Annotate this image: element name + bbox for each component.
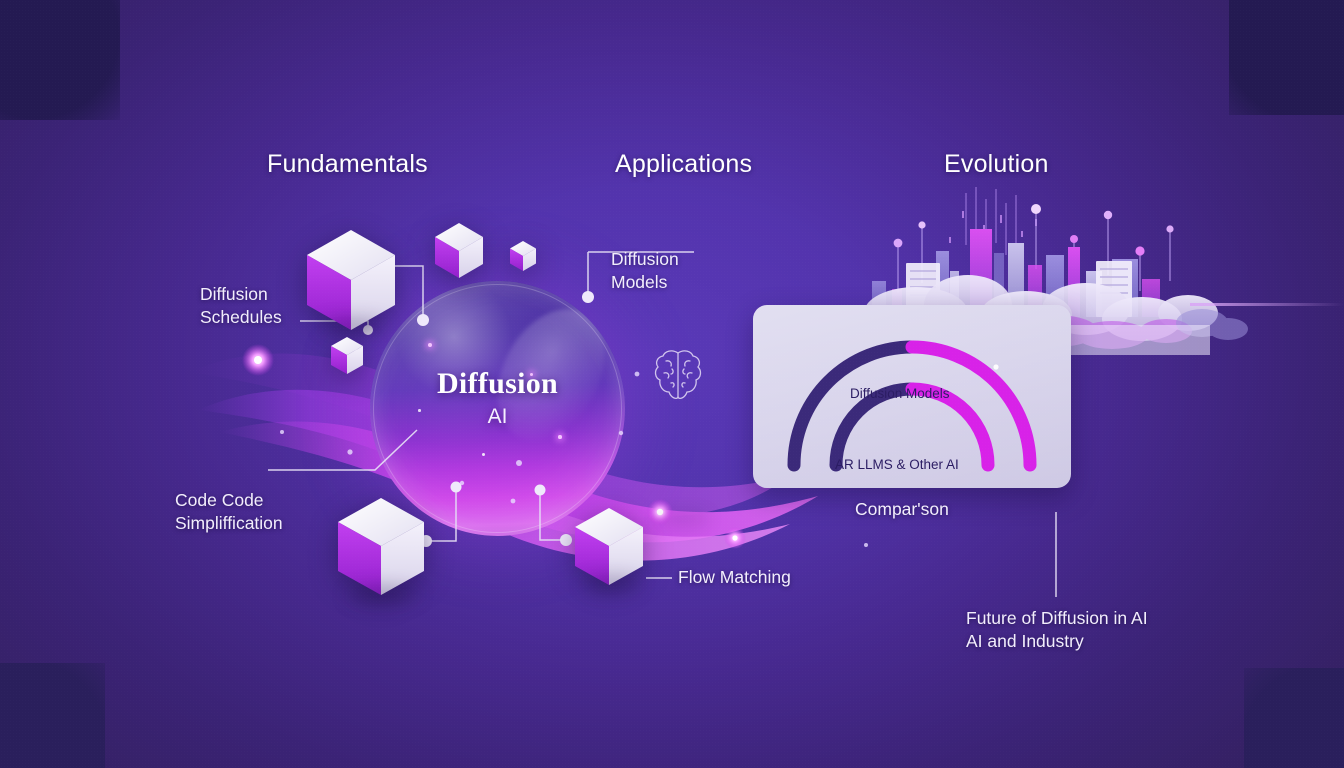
sphere-ground-shadow (655, 512, 711, 526)
section-heading-evolution: Evolution (944, 150, 1049, 178)
cube-medium[interactable] (434, 222, 484, 280)
cube-tiny[interactable] (330, 336, 364, 376)
label-flow-matching: Flow Matching (678, 567, 791, 587)
cube-lower-left[interactable] (336, 496, 426, 598)
comparison-card[interactable]: Diffusion Models AR LLMS & Other AI (753, 305, 1071, 488)
cube-large-shadow (322, 320, 386, 332)
gauge-label-ar-llms: AR LLMS & Other AI (835, 457, 959, 472)
section-heading-applications: Applications (615, 150, 753, 178)
label-future-of-diffusion: Future of Diffusion in AI AI and Industr… (966, 608, 1148, 652)
sphere-title: Diffusion (436, 367, 559, 400)
label-diffusion-models: Diffusion Models (611, 249, 679, 293)
cube-lower-left-shadow (348, 588, 418, 602)
central-sphere[interactable]: Diffusion AI (370, 281, 625, 536)
brain-icon (654, 350, 702, 399)
gauge-chart (787, 340, 1037, 472)
section-heading-fundamentals: Fundamentals (267, 150, 428, 178)
sphere-text-block: Diffusion AI (370, 367, 625, 429)
cube-small[interactable] (509, 240, 537, 272)
label-diffusion-schedules: Diffusion Schedules (200, 284, 282, 328)
cube-large[interactable] (305, 228, 397, 332)
label-code-simplification: Code Code Simpliffication (175, 490, 283, 534)
label-comparison: Compar'son (855, 499, 949, 519)
sphere-subtitle: AI (487, 405, 508, 428)
gauge-label-diffusion-models: Diffusion Models (850, 386, 950, 401)
cube-lower-right-shadow (584, 578, 640, 590)
cube-lower-right[interactable] (573, 506, 645, 588)
